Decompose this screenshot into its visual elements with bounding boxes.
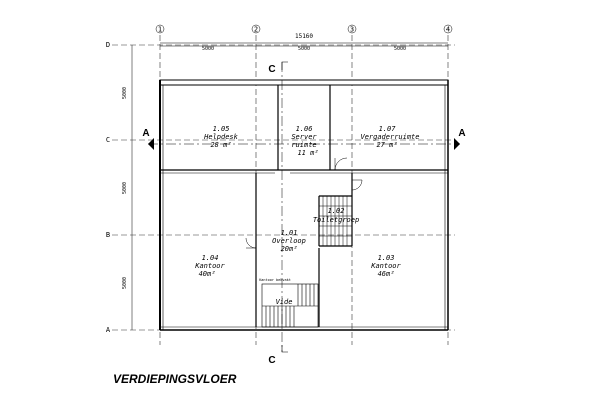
room-number-1.06: 1.06 — [296, 125, 313, 133]
row-span-dimensions: 5000 5000 5000 — [122, 45, 133, 330]
grid-bubble-4 — [443, 24, 453, 34]
room-area-server: 11 m² — [297, 149, 318, 157]
grid-col-3: 3 — [350, 26, 354, 34]
drawing-title: VERDIEPINGSVLOER — [113, 372, 237, 386]
col-span-3-label: 5000 — [394, 46, 406, 52]
col-span-2-label: 5000 — [298, 46, 310, 52]
section-label-A-left: A — [142, 128, 149, 139]
room-name-vergaderruimte: Vergaderruimte — [360, 133, 419, 141]
room-area-kantoor-1.04: 40m² — [199, 270, 216, 278]
room-area-overloop: 20m² — [281, 245, 298, 253]
room-area-helpdesk: 28 m² — [210, 141, 231, 149]
grid-col-1: 1 — [158, 26, 162, 34]
grid-col-2: 2 — [254, 26, 258, 34]
room-name-server-2: ruimte — [291, 141, 316, 149]
col-span-1-label: 5000 — [202, 46, 214, 52]
section-label-A-right: A — [458, 128, 465, 139]
room-number-1.07: 1.07 — [379, 125, 397, 133]
section-mark-C: C C — [268, 61, 288, 366]
row-span-2-label: 5000 — [122, 182, 128, 194]
overall-dimension-label: 15160 — [295, 33, 313, 40]
exterior-walls — [159, 79, 449, 331]
room-number-1.04: 1.04 — [202, 254, 219, 262]
row-span-1-label: 5000 — [122, 87, 128, 99]
column-span-dimensions: 5000 5000 5000 — [160, 45, 448, 52]
room-name-toiletgroep: Toiletgroep — [313, 216, 359, 224]
overall-dimension: 15160 — [160, 33, 448, 44]
room-number-1.03: 1.03 — [378, 254, 395, 262]
grid-row-D: D — [106, 41, 110, 49]
grid-bubble-2 — [251, 24, 261, 34]
section-mark-A: A A — [142, 128, 466, 150]
room-number-1.01: 1.01 — [281, 229, 298, 237]
section-label-C-top: C — [268, 64, 275, 75]
interior-walls — [160, 85, 448, 327]
grid-row-B: B — [106, 231, 110, 239]
room-area-vergaderruimte: 27 m² — [376, 141, 397, 149]
room-name-server: Server — [291, 133, 317, 141]
room-number-1.05: 1.05 — [213, 125, 230, 133]
grid-row-labels: D C B A — [106, 41, 111, 334]
grid-row-C: C — [106, 136, 110, 144]
toilet-block-hatch — [318, 195, 353, 247]
grid-bubble-3 — [347, 24, 357, 34]
grid-column-labels: 1 2 3 4 — [155, 24, 453, 34]
row-span-3-label: 5000 — [122, 277, 128, 289]
room-name-kantoor-1.04: Kantoor — [194, 262, 225, 270]
room-labels: 1.05 Helpdesk 28 m² 1.06 Server ruimte 1… — [194, 125, 419, 278]
doors — [245, 157, 363, 249]
kast-label: Kantoor bekvakt — [259, 278, 291, 282]
room-name-overloop: Overloop — [272, 237, 306, 245]
grid-row-A: A — [106, 326, 111, 334]
vide-label: Vide — [276, 298, 293, 306]
room-number-1.02: 1.02 — [328, 207, 345, 215]
grid-bubble-1 — [155, 24, 165, 34]
room-name-kantoor-1.03: Kantoor — [370, 262, 401, 270]
section-label-C-bottom: C — [268, 355, 275, 366]
grid-col-4: 4 — [446, 26, 450, 34]
room-area-kantoor-1.03: 46m² — [378, 270, 395, 278]
room-name-helpdesk: Helpdesk — [203, 133, 239, 141]
